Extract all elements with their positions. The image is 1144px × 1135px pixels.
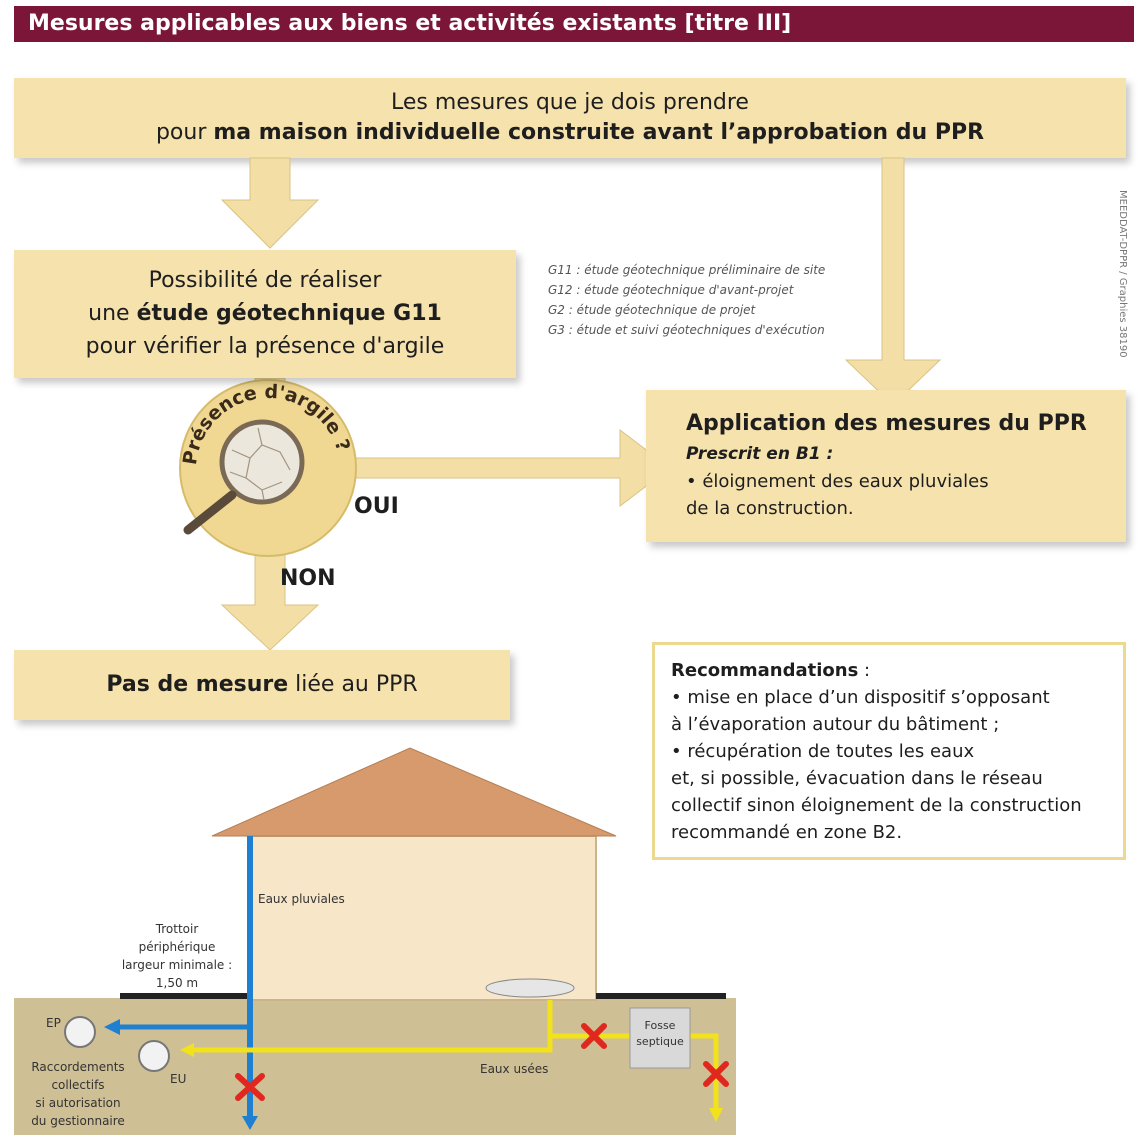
waste-pipe	[190, 1000, 553, 1053]
study-line2-pre: une	[88, 301, 137, 326]
septic-tank	[629, 1007, 691, 1069]
legend-item: G12 : étude géotechnique d'avant-projet	[548, 283, 794, 297]
top-box-line1: Les mesures que je dois prendre	[391, 90, 749, 115]
no-measure-box: Pas de mesure liée au PPR	[14, 650, 510, 720]
top-box-line2-bold: ma maison individuelle construite avant …	[213, 120, 985, 145]
fosse-line: septique	[636, 1035, 684, 1048]
raccordements-line: du gestionnaire	[31, 1114, 125, 1128]
label-eu: EU	[170, 1072, 187, 1086]
house-wall	[249, 835, 597, 1001]
waste-arrow-down-icon	[709, 1108, 723, 1122]
top-box-line2-pre: pour	[155, 120, 214, 145]
rain-arrow-down-icon	[242, 1116, 258, 1130]
ground	[14, 998, 736, 1135]
recommendations-heading: Recommandations :	[671, 657, 1123, 684]
study-legend: G11 : étude géotechnique préliminaire de…	[548, 260, 868, 340]
fosse-line: Fosse	[644, 1019, 676, 1032]
sidewalk-right	[596, 993, 726, 999]
top-box: Les mesures que je dois prendre pour ma …	[14, 78, 1126, 158]
no-measure-bold: Pas de mesure	[106, 672, 289, 697]
label-fosse-septique: Fosse septique	[630, 1018, 690, 1050]
recommendations-title-suffix: :	[858, 660, 871, 681]
raccordements-line: collectifs	[51, 1078, 105, 1092]
apply-line1: • éloignement des eaux pluviales	[686, 471, 989, 492]
legend-item: G3 : étude et suivi géotechniques d'exéc…	[548, 323, 825, 337]
waste-arrow-left-icon	[180, 1043, 194, 1057]
apply-subtitle: Prescrit en B1 :	[686, 444, 834, 464]
arrow-top-to-apply	[844, 157, 942, 406]
raccordements-line: Raccordements	[31, 1060, 125, 1074]
recommendations-title: Recommandations	[671, 660, 859, 681]
cross-icons	[235, 1023, 729, 1101]
legend-item: G11 : étude géotechnique préliminaire de…	[548, 263, 826, 277]
apply-line2: de la construction.	[686, 498, 854, 519]
top-box-line2: pour ma maison individuelle construite a…	[14, 118, 1126, 148]
page-title: Mesures applicables aux biens et activit…	[28, 11, 792, 36]
ep-manhole-icon	[64, 1016, 96, 1048]
rain-arrow-left-icon	[104, 1019, 120, 1035]
recommendation-line: • mise en place d’un dispositif s’opposa…	[671, 687, 1050, 708]
label-trottoir: Trottoir périphérique largeur minimale :…	[104, 920, 250, 992]
decision-no-label: NON	[280, 566, 336, 591]
house-roof	[211, 747, 617, 837]
trottoir-line: largeur minimale :	[121, 958, 233, 972]
legend-item: G2 : étude géotechnique de projet	[548, 303, 756, 317]
study-box: Possibilité de réaliser une étude géotec…	[14, 250, 516, 378]
study-line3: pour vérifier la présence d'argile	[85, 334, 445, 359]
page-title-bar: Mesures applicables aux biens et activit…	[14, 6, 1134, 42]
trottoir-line: 1,50 m	[155, 976, 199, 990]
recommendation-line: et, si possible, évacuation dans le rése…	[671, 768, 1043, 789]
basin-icon	[485, 978, 575, 998]
study-line2: une étude géotechnique G11	[14, 297, 516, 330]
label-ep: EP	[46, 1016, 61, 1030]
recommendations-box: Recommandations : • mise en place d’un d…	[652, 642, 1126, 860]
arrow-top-to-study	[220, 157, 320, 249]
recommendation-line: collectif sinon éloignement de la constr…	[671, 795, 1082, 816]
apply-title: Application des mesures du PPR	[686, 411, 1087, 436]
dry-clay-cracks-icon	[229, 427, 291, 501]
no-measure-rest: liée au PPR	[288, 672, 418, 697]
sidewalk-left	[120, 993, 250, 999]
recommendation-line: recommandé en zone B2.	[671, 822, 903, 843]
arrow-decision-to-apply	[339, 428, 671, 508]
apply-box: Application des mesures du PPR Prescrit …	[646, 390, 1126, 542]
recommendation-line: • récupération de toutes les eaux	[671, 741, 975, 762]
decision-yes-label: OUI	[354, 494, 399, 519]
eu-manhole-icon	[138, 1040, 170, 1072]
label-eaux-usees: Eaux usées	[480, 1062, 549, 1076]
recommendation-line: à l’évaporation autour du bâtiment ;	[671, 714, 1000, 735]
label-raccordements: Raccordements collectifs si autorisation…	[14, 1058, 142, 1130]
trottoir-line: périphérique	[138, 940, 216, 954]
trottoir-line: Trottoir	[155, 922, 199, 936]
study-line2-bold: étude géotechnique G11	[136, 301, 442, 326]
raccordements-line: si autorisation	[35, 1096, 121, 1110]
magnifier-handle-icon	[183, 490, 237, 535]
waste-pipe-from-tank	[690, 1033, 719, 1110]
label-eaux-pluviales: Eaux pluviales	[258, 892, 345, 906]
study-line1: Possibilité de réaliser	[148, 268, 382, 293]
